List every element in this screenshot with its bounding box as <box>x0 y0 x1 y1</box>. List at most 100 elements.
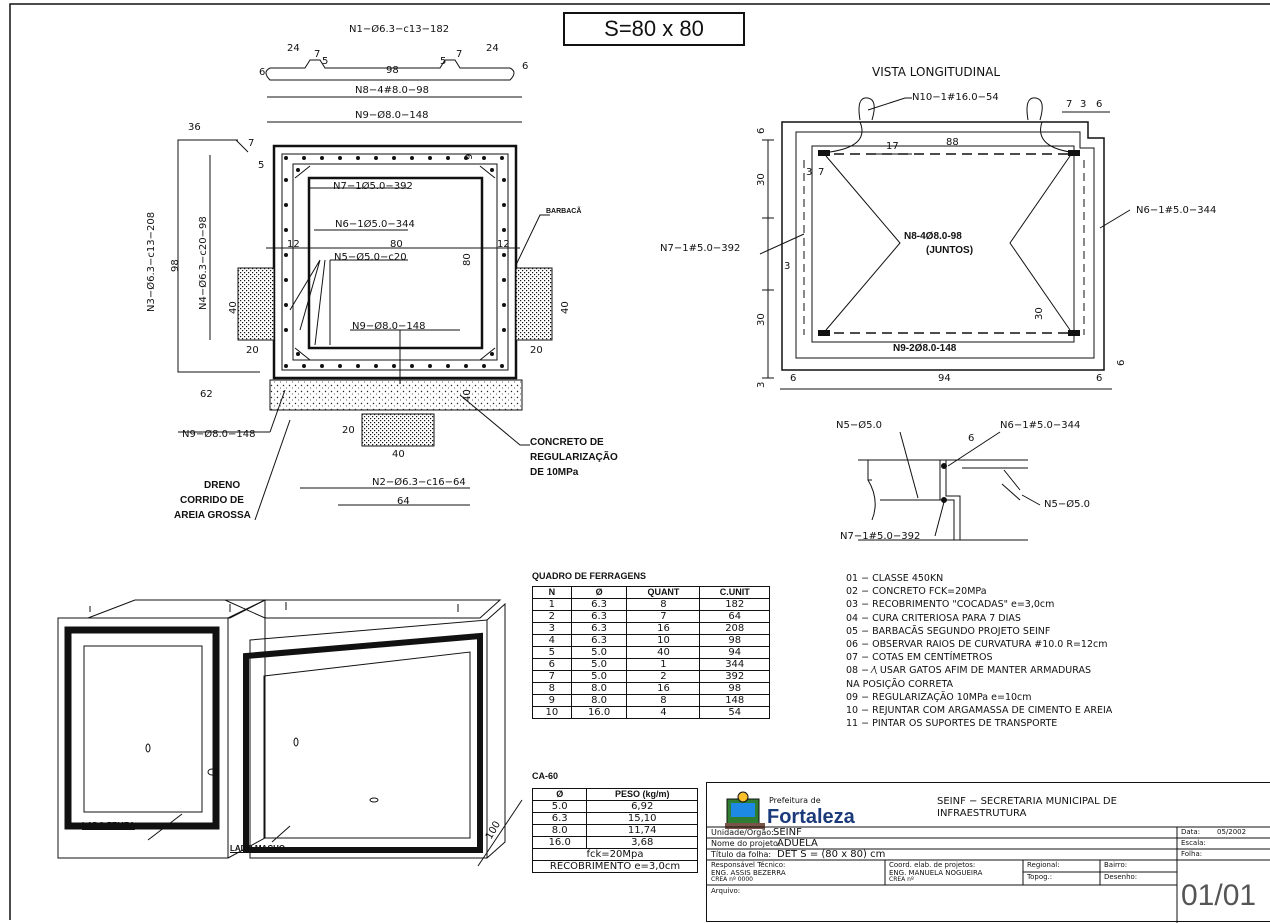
org-line1: SEINF − SECRETARIA MUNICIPAL DE <box>937 796 1117 807</box>
data-value: 05/2002 <box>1217 828 1247 836</box>
rebar-cell: 182 <box>699 598 770 611</box>
weight-cell: 15,10 <box>586 812 698 825</box>
resp-crea: CREA nº 0000 <box>711 876 753 883</box>
rebar-cell: 392 <box>699 670 770 683</box>
dim-12a: 12 <box>287 239 300 250</box>
label-n9-mid: N9−Ø8.0−148 <box>352 321 426 332</box>
dim-long-6a: 6 <box>1096 99 1103 110</box>
note-line: 04 − CURA CRITERIOSA PARA 7 DIAS <box>846 612 1021 624</box>
label-n4: N4−Ø6.3−c20−98 <box>198 216 209 310</box>
dim-long-6e: 6 <box>756 127 767 134</box>
note-line: 06 − OBSERVAR RAIOS DE CURVATURA #10.0 R… <box>846 639 1108 651</box>
title-block: Prefeitura de Fortaleza SEINF − SECRETAR… <box>706 782 1270 923</box>
note-line: NA POSIÇÃO CORRETA <box>846 678 954 690</box>
rebar-cell: 5.0 <box>570 670 628 683</box>
rebar-cell: 2 <box>626 670 701 683</box>
rebar-cell: 1 <box>532 598 572 611</box>
note-line: 01 − CLASSE 450KN <box>846 573 944 584</box>
dim-long-3c: 3 <box>784 261 791 272</box>
logo-small-text: Prefeitura de <box>769 796 821 805</box>
note-line: 08 − ⁄\ USAR GATOS AFIM DE MANTER ARMADU… <box>846 665 1091 677</box>
rebar-header-diameter: Ø <box>570 586 628 599</box>
label-n8-long: N8-4Ø8.0-98 <box>904 231 962 242</box>
weight-cell: 6.3 <box>531 812 588 825</box>
weight-cell: 8.0 <box>531 824 588 837</box>
regional-label: Regional: <box>1027 861 1060 869</box>
label-n7: N7−1Ø5.0−392 <box>333 181 413 192</box>
rebar-cell: 10 <box>626 634 701 647</box>
rebar-cell: 5 <box>532 646 572 659</box>
rebar-table-title: QUADRO DE FERRAGENS <box>532 571 647 581</box>
label-barbaca: BARBACÃ <box>546 208 582 215</box>
sheet-title: S=80 x 80 <box>563 12 745 46</box>
rebar-header-quant: QUANT <box>626 586 701 599</box>
label-n10: N10−1#16.0−54 <box>912 92 999 103</box>
label-n1: N1−Ø6.3−c13−182 <box>349 24 450 35</box>
rebar-cell: 6.3 <box>570 622 628 635</box>
rebar-cell: 344 <box>699 658 770 671</box>
dim-long-7b: 7 <box>818 167 825 178</box>
dim-62: 62 <box>200 389 213 400</box>
weight-cell: 6,92 <box>586 800 698 813</box>
rebar-cell: 40 <box>626 646 701 659</box>
rebar-cell: 6.3 <box>570 598 628 611</box>
dim-7: 7 <box>248 138 255 149</box>
titulo-value: DET S = (80 x 80) cm <box>777 849 886 860</box>
resp-name: ENG. ASSIS BEZERRA <box>711 869 786 877</box>
dim-98: 98 <box>386 65 399 76</box>
detail-n7: N7−1#5.0−392 <box>840 531 921 542</box>
concreto-line2: REGULARIZAÇÃO <box>530 452 618 463</box>
rebar-cell: 8.0 <box>570 694 628 707</box>
weight-cell: 11,74 <box>586 824 698 837</box>
detail-n5b: N5−Ø5.0 <box>1044 499 1090 510</box>
label-n6-long: N6−1#5.0−344 <box>1136 205 1217 216</box>
dim-9: 9 <box>464 153 475 160</box>
label-lado-macho: LADO MACHO <box>230 844 286 853</box>
unidade-label: Unidade/Orgão: <box>711 828 774 837</box>
concreto-line3: DE 10MPa <box>530 467 579 478</box>
dim-80v: 80 <box>462 253 473 266</box>
detail-n6: N6−1#5.0−344 <box>1000 420 1081 431</box>
rebar-cell: 6.3 <box>570 610 628 623</box>
note-line: 07 − COTAS EM CENTÍMETROS <box>846 652 993 664</box>
dim-long-30a: 30 <box>756 173 767 186</box>
rebar-cell: 16 <box>626 622 701 635</box>
dim-20b: 20 <box>530 345 543 356</box>
note-line: 10 − REJUNTAR COM ARGAMASSA DE CIMENTO E… <box>846 705 1113 717</box>
rebar-cell: 5.0 <box>570 646 628 659</box>
dim-12b: 12 <box>497 239 510 250</box>
label-n9-long: N9-2Ø8.0-148 <box>893 343 957 354</box>
dim-long-3: 3 <box>1080 99 1087 110</box>
logo-big-text: Fortaleza <box>767 806 855 828</box>
rebar-header-n: N <box>532 586 572 599</box>
rebar-cell: 4 <box>532 634 572 647</box>
org-line2: INFRAESTRUTURA <box>937 808 1027 819</box>
note-line: 09 − REGULARIZAÇÃO 10MPa e=10cm <box>846 691 1032 703</box>
dim-40v: 40 <box>462 389 473 402</box>
prefeitura-logo-icon <box>725 791 765 829</box>
titulo-label: Título da folha: <box>711 850 772 859</box>
label-n8-top: N8−4#8.0−98 <box>355 85 429 96</box>
dim-40a: 40 <box>228 301 239 314</box>
dim-7a: 7 <box>314 49 321 60</box>
rebar-cell: 148 <box>699 694 770 707</box>
label-n5: N5−Ø5.0−c20 <box>334 252 407 263</box>
rebar-cell: 1 <box>626 658 701 671</box>
rebar-cell: 8.0 <box>570 682 628 695</box>
label-n8-juntos: (JUNTOS) <box>926 245 974 256</box>
dim-6b: 6 <box>522 61 529 72</box>
weight-header-diameter: Ø <box>531 788 588 801</box>
weight-cell: 3,68 <box>586 836 698 849</box>
rebar-cell: 94 <box>699 646 770 659</box>
dim-40c: 40 <box>392 449 405 460</box>
label-n6: N6−1Ø5.0−344 <box>335 219 415 230</box>
dreno-line1: DRENO <box>204 480 241 491</box>
note-line: 11 − PINTAR OS SUPORTES DE TRANSPORTE <box>846 718 1058 730</box>
